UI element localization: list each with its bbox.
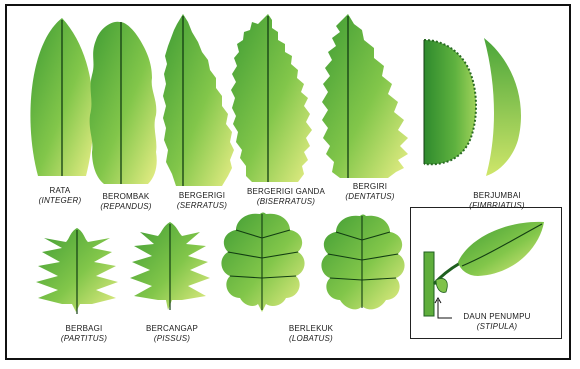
label-berombak-sci: (REPANDUS) <box>94 202 158 212</box>
label-bergiri-sci: (DENTATUS) <box>340 192 400 202</box>
label-stipula-sci: (STIPULA) <box>456 322 538 332</box>
label-berjumbai-sci: (FIMBRIATUS) <box>462 201 532 211</box>
label-berbagi-name: BERBAGI <box>52 324 116 334</box>
leaf-berbagi <box>36 228 118 314</box>
leaf-bercangap <box>130 222 210 310</box>
label-berjumbai: BERJUMBAI (FIMBRIATUS) <box>462 191 532 211</box>
label-bergiri: BERGIRI (DENTATUS) <box>340 182 400 202</box>
label-berbagi-sci: (PARTITUS) <box>52 334 116 344</box>
label-berjumbai-name: BERJUMBAI <box>462 191 532 201</box>
label-berbagi: BERBAGI (PARTITUS) <box>52 324 116 344</box>
leaf-berjumbai <box>424 38 521 176</box>
label-bergerigi-sci: (SERRATUS) <box>170 201 234 211</box>
label-rata-name: RATA <box>30 186 90 196</box>
label-stipula-name: DAUN PENUMPU <box>456 312 538 322</box>
label-bergerigi-name: BERGERIGI <box>170 191 234 201</box>
leaf-berombak <box>90 22 157 184</box>
label-stipula: DAUN PENUMPU (STIPULA) <box>456 312 538 332</box>
label-bercangap-sci: (PISSUS) <box>136 334 208 344</box>
leaf-bergiri <box>322 14 408 178</box>
label-bergerigi-ganda-name: BERGERIGI GANDA <box>238 187 334 197</box>
label-bergerigi-ganda: BERGERIGI GANDA (BISERRATUS) <box>238 187 334 207</box>
leaf-berlekuk <box>221 213 304 313</box>
leaf-rata <box>30 18 93 176</box>
label-berlekuk-name: BERLEKUK <box>276 324 346 334</box>
label-berombak-name: BEROMBAK <box>94 192 158 202</box>
label-bergerigi-ganda-sci: (BISERRATUS) <box>238 197 334 207</box>
label-bercangap-name: BERCANGAP <box>136 324 208 334</box>
label-bergerigi: BERGERIGI (SERRATUS) <box>170 191 234 211</box>
label-rata: RATA (INTEGER) <box>30 186 90 206</box>
label-bercangap: BERCANGAP (PISSUS) <box>136 324 208 344</box>
leaf-bergerigi <box>163 14 234 186</box>
leaf-bergerigi-ganda <box>231 14 312 182</box>
label-rata-sci: (INTEGER) <box>30 196 90 206</box>
label-berombak: BEROMBAK (REPANDUS) <box>94 192 158 212</box>
label-bergiri-name: BERGIRI <box>340 182 400 192</box>
label-berlekuk-sci: (LOBATUS) <box>276 334 346 344</box>
leaf-berlekuk-2 <box>321 215 404 310</box>
label-berlekuk: BERLEKUK (LOBATUS) <box>276 324 346 344</box>
